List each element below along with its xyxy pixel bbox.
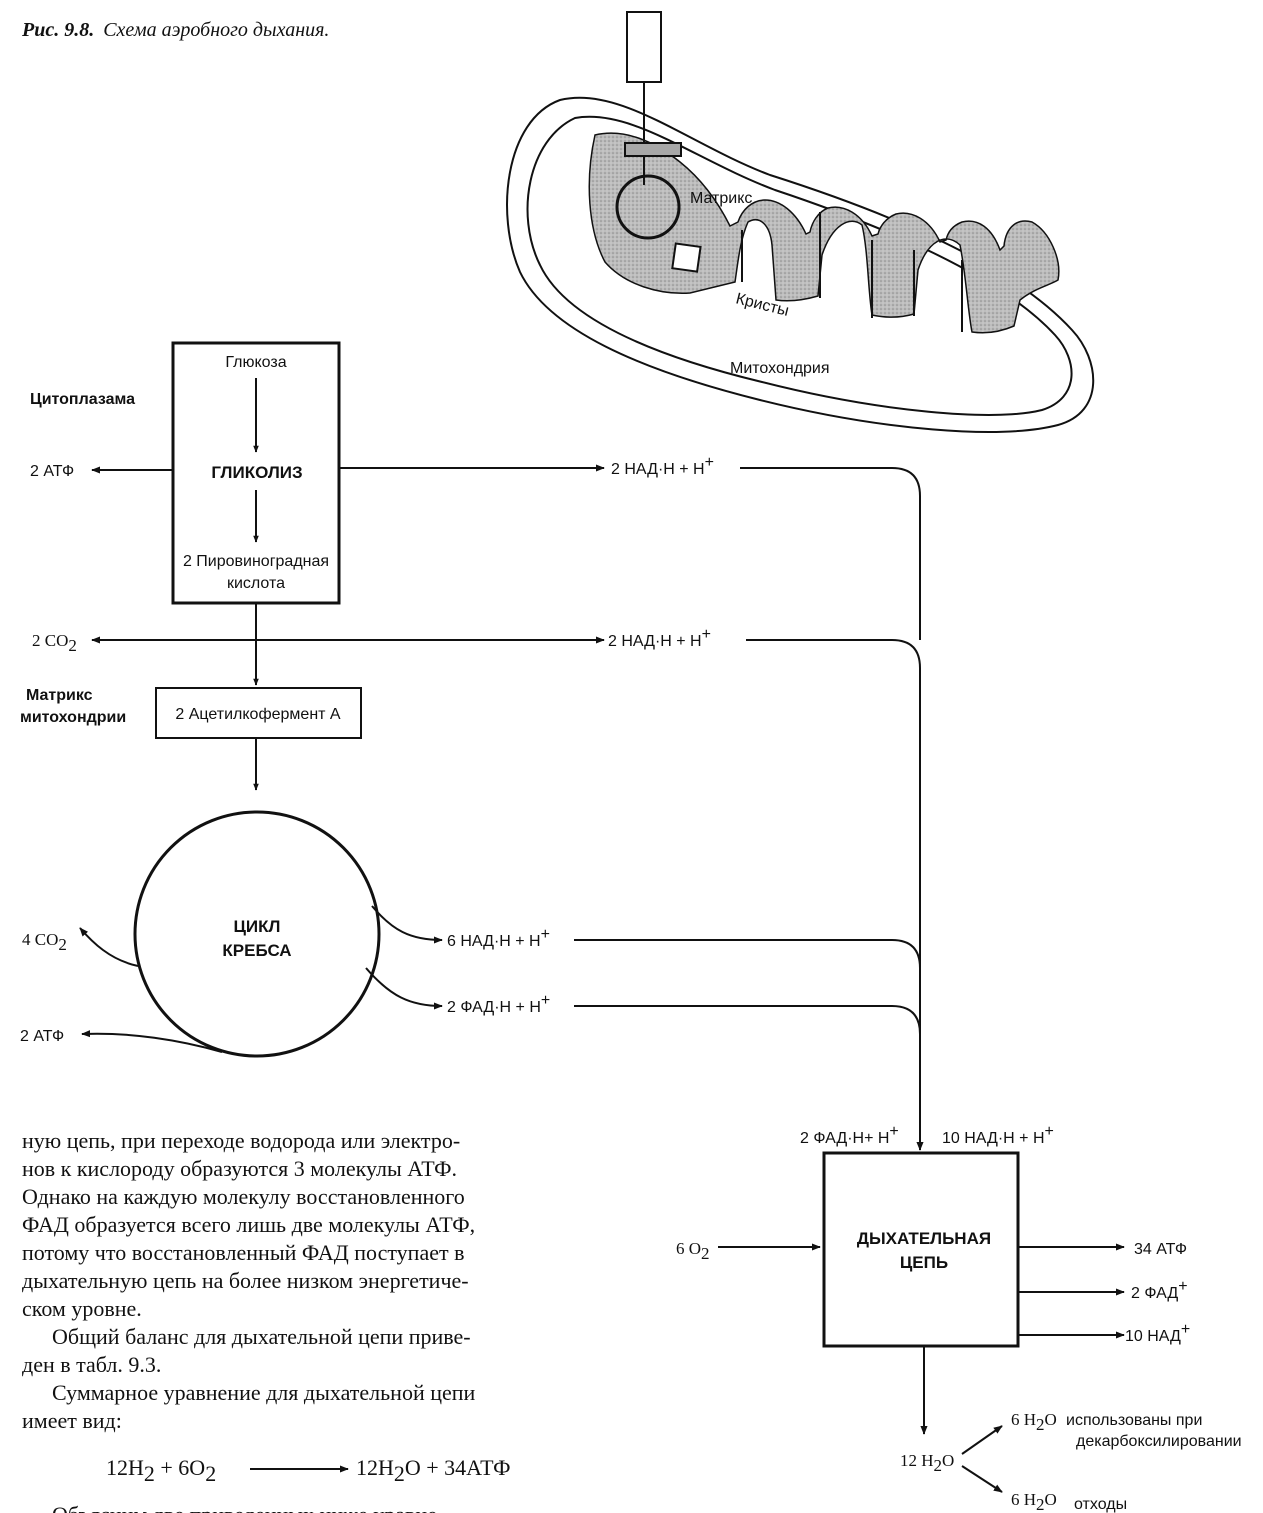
zoom-callout-square	[672, 243, 700, 271]
body-line: дыхательную цепь на более низком энергет…	[22, 1268, 469, 1293]
mitochondrion-illustration: Матрикс Кристы Митохондрия	[507, 12, 1093, 432]
glycolysis-atp-label: 2 АТФ	[30, 463, 74, 480]
glucose-label: Глюкоза	[225, 354, 286, 371]
zoom-callout-box	[627, 12, 661, 82]
krebs-co2-label: 4 CO2	[22, 930, 67, 954]
pyruvate-label-line1: 2 Пировиноградная	[183, 553, 329, 570]
krebs-label-line1: ЦИКЛ	[234, 917, 281, 936]
link-nadh-label: 2 НАД·Н + Н+	[608, 626, 711, 650]
oxygen-input-label: 6 O2	[676, 1239, 710, 1263]
krebs-nadh-arrow	[372, 906, 442, 940]
krebs-atp-label: 2 АТФ	[20, 1028, 64, 1045]
body-line: Однако на каждую молекулу восстановленно…	[22, 1184, 465, 1209]
water-waste-qty: 6 H2O	[1011, 1490, 1057, 1513]
cytoplasm-label: Цитоплазама	[30, 391, 135, 408]
water-waste-arrow	[962, 1466, 1002, 1492]
chain-fadh-input-label: 2 ФАД·Н+ Н+	[800, 1123, 899, 1147]
body-text: ную цепь, при переходе водорода или элек…	[22, 1128, 510, 1513]
matrix-label-line2: митохондрии	[20, 709, 126, 726]
chain-label-line2: ЦЕПЬ	[900, 1253, 948, 1272]
body-line: нов к кислороду образуются 3 молекулы АТ…	[22, 1156, 457, 1181]
nad-output-label: 10 НАД+	[1125, 1321, 1190, 1345]
krebs-label-line2: КРЕБСА	[222, 941, 291, 960]
krebs-co2-arrow	[80, 928, 138, 966]
equation-left: 12H2 + 6O2	[106, 1455, 216, 1486]
mitochondrion-label: Митохондрия	[730, 360, 830, 377]
water-used-label-line1: использованы при	[1066, 1412, 1202, 1429]
link-co2-label: 2 CO2	[32, 631, 77, 655]
respiratory-chain-box	[824, 1153, 1018, 1346]
body-cut-line: Объясним две приведенных ниже уравне-	[52, 1502, 444, 1513]
body-line: имеет вид:	[22, 1408, 122, 1433]
glycolysis-nadh-line	[740, 468, 920, 640]
chain-nadh-input-label: 10 НАД·Н + Н+	[942, 1123, 1054, 1147]
matrix-label-line1: Матрикс	[26, 687, 93, 704]
caption-prefix: Рис. 9.8.	[21, 19, 94, 41]
mitochondrion-matrix-label: Матрикс	[690, 190, 752, 207]
water-used-label-line2: декарбоксилировании	[1076, 1433, 1242, 1450]
body-line: ФАД образуется всего лишь две молекулы А…	[22, 1212, 475, 1237]
body-line: Общий баланс для дыхательной цепи приве-	[52, 1324, 471, 1349]
body-line: ную цепь, при переходе водорода или элек…	[22, 1128, 460, 1153]
main-collector-line	[746, 640, 920, 1150]
mitochondrion-matrix-area	[589, 133, 1058, 333]
krebs-nadh-label: 6 НАД·Н + Н+	[447, 926, 550, 950]
water-used-arrow	[962, 1426, 1002, 1454]
water-waste-label: отходы	[1074, 1496, 1127, 1513]
body-line: ском уровне.	[22, 1296, 142, 1321]
figure-caption: Рис. 9.8. Схема аэробного дыхания.	[21, 19, 329, 41]
krebs-fadh-label: 2 ФАД·Н + Н+	[447, 992, 550, 1016]
acetyl-coa-label: 2 Ацетилкофермент А	[175, 706, 341, 723]
atp-output-label: 34 АТФ	[1134, 1241, 1187, 1258]
water-used-qty: 6 H2O	[1011, 1410, 1057, 1434]
zoom-callout-bar	[625, 143, 681, 156]
krebs-fadh-arrow	[366, 968, 442, 1006]
pyruvate-label-line2: кислота	[227, 575, 285, 592]
body-line: Суммарное уравнение для дыхательной цепи	[52, 1380, 476, 1405]
krebs-nadh-line	[574, 940, 920, 968]
equation-right: 12H2O + 34АТФ	[356, 1455, 510, 1486]
glycolysis-label: ГЛИКОЛИЗ	[211, 463, 302, 482]
glycolysis-nadh-label: 2 НАД·Н + Н+	[611, 454, 714, 478]
water-label: 12 H2O	[900, 1451, 954, 1475]
caption-title: Схема аэробного дыхания.	[103, 19, 329, 41]
krebs-fadh-line	[574, 1006, 920, 1034]
fad-output-label: 2 ФАД+	[1131, 1278, 1188, 1302]
chain-label-line1: ДЫХАТЕЛЬНАЯ	[857, 1229, 991, 1248]
body-line: ден в табл. 9.3.	[22, 1352, 161, 1377]
body-line: потому что восстановленный ФАД поступает…	[22, 1240, 464, 1265]
